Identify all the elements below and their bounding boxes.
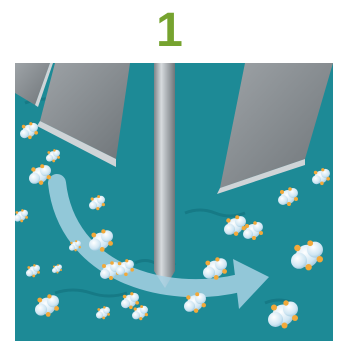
probe-needle [154, 63, 175, 271]
process-diagram [15, 63, 333, 341]
step-number: 1 [0, 2, 339, 60]
